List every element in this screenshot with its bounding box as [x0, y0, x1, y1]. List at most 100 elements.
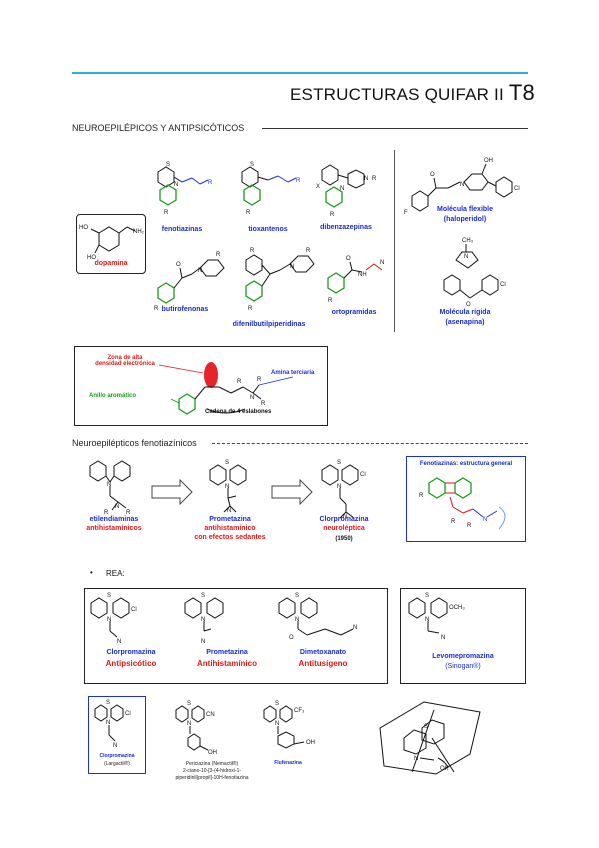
svg-text:R: R — [261, 401, 266, 407]
label-dibenzazepinas: dibenzazepinas — [320, 224, 372, 231]
largactil-brand: (Largactil®) — [104, 761, 130, 767]
prometazina-activity-1: antihistamínico — [204, 525, 256, 532]
svg-text:R: R — [126, 510, 131, 516]
periciazina-cn: CN — [206, 712, 215, 718]
levomepromazina-label: Levomepromazina — [432, 653, 494, 660]
svg-text:Cl: Cl — [500, 282, 506, 288]
pharmacophore-structure: N R R R — [158, 362, 294, 415]
electron-density-zone — [204, 362, 218, 388]
svg-text:N: N — [380, 260, 384, 266]
prometazina-activity-2: con efectos sedantes — [194, 534, 266, 541]
rea-structures: S N Cl N S N N S N O N — [90, 593, 357, 645]
svg-text:N: N — [225, 484, 229, 490]
svg-text:R: R — [306, 248, 311, 254]
phenothiazine-evolution: N N R R S N N S N Cl N — [89, 460, 366, 520]
svg-text:N: N — [364, 176, 368, 182]
clorpromazina-label: Clorpromazina — [319, 516, 369, 523]
label-difenilbutilpiperidinas: difenilbutilpiperidinas — [232, 321, 306, 328]
svg-text:S: S — [337, 460, 341, 466]
svg-text:O: O — [289, 635, 294, 641]
clorpromazina-activity: neuroléptica — [323, 525, 365, 532]
svg-text:N: N — [340, 186, 344, 192]
label-flexible-1: Molécula flexible — [436, 206, 494, 213]
prometazina-label: Prometazina — [209, 516, 251, 523]
svg-text:N: N — [113, 743, 117, 749]
svg-text:Cl: Cl — [125, 711, 131, 717]
svg-text:Cl: Cl — [360, 472, 366, 478]
svg-text:OH: OH — [484, 158, 493, 164]
flufenazina-cf3: CF₃ — [294, 708, 305, 714]
svg-text:S: S — [250, 162, 254, 168]
svg-text:R: R — [372, 176, 377, 182]
rea-name-2: Prometazina — [206, 649, 248, 656]
svg-text:R: R — [451, 519, 456, 525]
label-fenotiazinas: fenotiazinas — [161, 226, 203, 233]
svg-text:N: N — [464, 254, 468, 260]
svg-text:N: N — [107, 617, 111, 623]
tioxantenos-structure: R S R — [241, 162, 301, 216]
largactil-name: Clorpromazina — [99, 753, 135, 759]
svg-text:R: R — [419, 493, 424, 499]
svg-text:N: N — [201, 639, 205, 645]
svg-text:R: R — [104, 510, 109, 516]
svg-text:N: N — [414, 756, 418, 762]
angle-label: OK — [440, 766, 449, 772]
label-rigid-1: Molécula rígida — [439, 309, 491, 316]
flexible-rigid-structures: O N OH Cl F CH₃ N O Cl — [404, 158, 520, 308]
svg-text:S: S — [106, 700, 110, 706]
svg-text:O: O — [176, 262, 181, 268]
label-rigid-2: (asenapina) — [445, 319, 485, 326]
levomepromazina-box: S N N OCH₃ Levomepromazina (Sinogan®) — [400, 588, 526, 684]
svg-text:R: R — [208, 180, 213, 186]
title-text: ESTRUCTURAS QUIFAR II — [290, 85, 504, 104]
vertical-divider — [394, 150, 395, 332]
svg-text:N: N — [353, 625, 357, 631]
dopamine-structure: HO HO NH₂ — [79, 225, 145, 261]
general-structure-diagram: R N R R — [419, 477, 506, 530]
page-title: ESTRUCTURAS QUIFAR II T8 — [290, 80, 535, 106]
tertiary-amine-label: Amina terciaria — [271, 370, 315, 376]
label-tioxantenos: tioxantenos — [248, 226, 288, 233]
rea-name-3: Dimetoxanato — [299, 649, 347, 656]
electron-zone-line1: Zona de alta — [107, 355, 143, 361]
dopamine-box: HO HO NH₂ dopamina — [76, 214, 146, 274]
rea-activity-1: Antipsicótico — [105, 659, 157, 668]
svg-text:S: S — [187, 701, 191, 707]
label-ortopramidas: ortopramidas — [331, 309, 377, 316]
svg-text:N: N — [483, 517, 487, 523]
etilendiamina-structure: N N R R — [89, 460, 131, 516]
section-rule-dashed — [212, 443, 528, 444]
electron-zone-line2: densidad electrónica — [95, 361, 155, 367]
svg-text:CH₃: CH₃ — [462, 238, 474, 244]
label-flexible-2: (haloperidol) — [443, 216, 487, 223]
atom-ho-2: HO — [87, 255, 96, 261]
svg-text:O: O — [466, 302, 471, 308]
svg-text:N: N — [250, 395, 254, 401]
svg-text:S: S — [166, 162, 170, 168]
svg-text:R: R — [248, 306, 253, 312]
header-rule — [72, 72, 528, 74]
periciazina-iupac-1: 2-ciano-10-[3-(4-hidroxi-1- — [182, 768, 242, 774]
clorpromazina-structure: S N Cl N — [321, 460, 366, 520]
flufenazina-structure: S N CF₃ OH — [263, 701, 315, 749]
svg-text:R: R — [216, 252, 221, 258]
svg-text:R: R — [257, 377, 262, 383]
svg-text:N: N — [441, 635, 445, 641]
svg-text:O: O — [346, 256, 351, 262]
rea-table: S N Cl N S N N S N O N — [84, 588, 388, 684]
svg-text:S: S — [425, 593, 429, 599]
pharmacophore-box: N R R R Zona de alta densidad electrónic… — [74, 346, 328, 426]
largactil-structure: S N Cl N — [94, 700, 131, 749]
svg-text:N: N — [106, 720, 110, 726]
svg-text:O: O — [430, 172, 435, 178]
svg-text:N: N — [275, 721, 279, 727]
svg-text:N: N — [107, 482, 111, 488]
periciazina-name: Periciazina (Nemactil®) — [185, 761, 239, 767]
svg-text:N: N — [227, 508, 231, 514]
rea-heading: REA: — [106, 569, 125, 578]
svg-text:R: R — [250, 248, 255, 254]
periciazina-oh: OH — [208, 750, 217, 756]
svg-text:N: N — [290, 264, 294, 270]
svg-text:R: R — [164, 210, 169, 216]
svg-text:S: S — [107, 593, 111, 599]
